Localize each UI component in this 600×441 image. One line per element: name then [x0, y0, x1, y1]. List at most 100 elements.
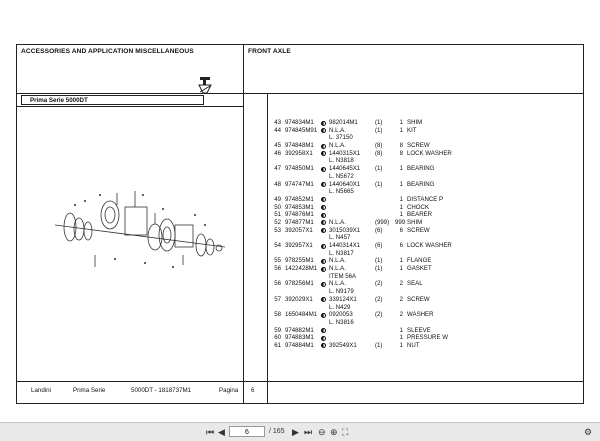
part-replacement-qty: (1) [375, 119, 383, 126]
part-number: 61 [274, 341, 281, 349]
next-page-icon[interactable]: ▶ [292, 427, 299, 437]
part-code: 1422428M1 [285, 265, 318, 273]
part-code: 974845M91 [285, 126, 318, 134]
part-note: L. N9179 [329, 288, 354, 296]
part-quantity: 1 [399, 195, 403, 203]
last-page-icon[interactable]: ⏭ [304, 427, 313, 437]
half-circle-icon [321, 328, 326, 334]
part-code: 974882M1 [285, 326, 314, 334]
part-note: L. N3817 [329, 249, 354, 257]
part-code: 974850M1 [285, 165, 314, 173]
part-subline: ITEM 56A [269, 273, 581, 281]
part-number: 50 [274, 203, 281, 211]
part-quantity: 2 [399, 280, 403, 288]
footer-page-number: 6 [251, 387, 255, 394]
part-code: 974853M1 [285, 203, 314, 211]
part-note: L. N457 [329, 234, 351, 242]
part-description: CHOCK [407, 203, 430, 211]
part-number: 56 [274, 265, 281, 273]
part-number: 57 [274, 295, 281, 303]
part-code: 392958X1 [285, 149, 313, 157]
part-replacement: 1440315X1 [329, 149, 361, 157]
part-description: DISTANCE P [407, 195, 444, 203]
previous-page-icon[interactable]: ◀ [218, 427, 225, 437]
zoom-in-icon[interactable]: ⊕ [330, 427, 338, 437]
part-code: 392029X1 [285, 295, 313, 303]
part-replacement-qty: (1) [375, 265, 383, 273]
half-circle-icon [321, 312, 326, 318]
parts-list-divider [267, 93, 268, 403]
part-replacement-qty: (1) [375, 180, 383, 188]
half-circle-icon [321, 343, 326, 349]
half-circle-icon [321, 335, 326, 341]
zoom-out-icon[interactable]: ⊖ [318, 427, 326, 437]
part-replacement: 1440645X1 [329, 165, 361, 173]
part-subline: L. N5672 [269, 173, 581, 181]
part-replacement: 339124X1 [329, 295, 357, 303]
part-description: KIT [407, 126, 417, 134]
part-replacement-qty: (6) [375, 242, 383, 249]
part-number: 52 [274, 218, 281, 226]
half-circle-icon [321, 243, 326, 249]
part-number: 49 [274, 195, 281, 203]
part-number: 48 [274, 180, 281, 188]
part-replacement-qty: (1) [375, 126, 383, 134]
part-quantity: 1 [399, 326, 403, 334]
half-circle-icon [321, 212, 326, 218]
part-code: 392057X1 [285, 226, 313, 234]
fit-page-icon[interactable]: ⛶ [342, 427, 349, 437]
part-subline: L. N457 [269, 234, 581, 242]
part-quantity: 8 [399, 142, 403, 150]
part-code: 978255M1 [285, 257, 314, 265]
part-replacement: 982014M1 [329, 119, 358, 126]
part-subline: L. 37150 [269, 134, 581, 142]
part-number: 60 [274, 334, 281, 342]
page-total: / 165 [269, 428, 285, 435]
half-circle-icon [321, 197, 326, 203]
part-description: SCREW [407, 142, 430, 150]
part-quantity: 8 [399, 149, 403, 157]
half-circle-icon [321, 151, 326, 157]
part-code: 974848M1 [285, 142, 314, 150]
first-page-icon[interactable]: ⏮ [206, 427, 215, 437]
part-subline: L. N9179 [269, 288, 581, 296]
footer-rule [17, 381, 583, 382]
part-description: NUT [407, 341, 420, 349]
half-circle-icon [321, 143, 326, 149]
footer-code: 5000DT - 1818737M1 [131, 387, 192, 394]
part-code: 974834M1 [285, 119, 314, 126]
part-description: WASHER [407, 311, 434, 319]
part-replacement-qty: (8) [375, 149, 383, 157]
part-description: BEARING [407, 180, 435, 188]
part-subline: L. N5665 [269, 188, 581, 196]
part-quantity: 999 [395, 218, 406, 226]
part-replacement: N.L.A. [329, 218, 346, 226]
part-quantity: 1 [399, 165, 403, 173]
part-number: 47 [274, 165, 281, 173]
part-description: BEARING [407, 165, 435, 173]
footer-series: Prima Serie [73, 387, 106, 394]
part-quantity: 1 [399, 126, 403, 134]
part-replacement: N.L.A. [329, 280, 346, 288]
half-circle-icon [321, 166, 326, 172]
part-replacement-qty: (2) [375, 280, 383, 288]
part-note: L. N429 [329, 303, 351, 311]
part-number: 43 [274, 119, 281, 126]
part-quantity: 1 [399, 211, 403, 219]
part-description: LOCK WASHER [407, 242, 452, 249]
page-number-input[interactable]: 6 [229, 426, 265, 437]
part-description: LOCK WASHER [407, 149, 452, 157]
settings-icon[interactable]: ⚙ [584, 427, 593, 437]
part-subline: L. N3818 [269, 157, 581, 165]
